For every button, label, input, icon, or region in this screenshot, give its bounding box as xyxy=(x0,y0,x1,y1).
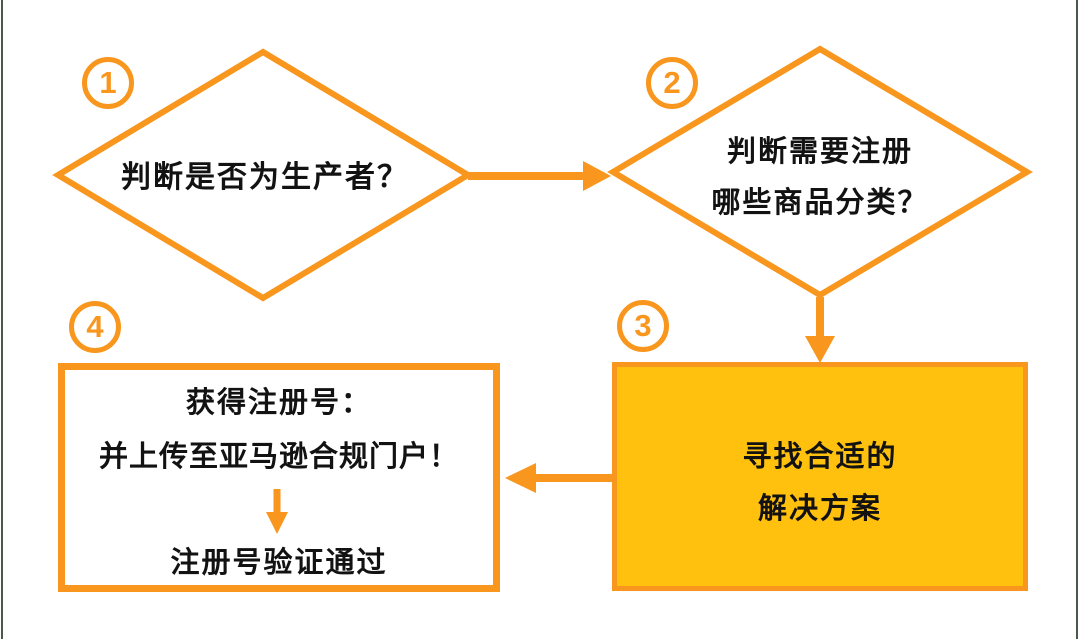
decision-diamond-2 xyxy=(607,45,1033,299)
step3-label-line2: 解决方案 xyxy=(757,493,882,525)
arrow-left-icon xyxy=(505,463,612,493)
step-number-4: 4 xyxy=(86,309,104,344)
step3-box: 寻找合适的 解决方案 xyxy=(612,362,1028,591)
left-edge-line xyxy=(1,0,3,639)
right-edge-line xyxy=(1076,0,1078,639)
step4-label-line1: 获得注册号： xyxy=(185,387,372,419)
step2-label-line1: 判断需要注册 xyxy=(726,136,913,168)
arrow-down-icon xyxy=(805,297,835,363)
step2-label: 判断需要注册 哪些商品分类？ xyxy=(620,134,1020,221)
step3-label-line1: 寻找合适的 xyxy=(742,441,898,473)
step1-label: 判断是否为生产者？ xyxy=(121,161,409,194)
step4-label-line2: 并上传至亚马逊合规门户！ xyxy=(98,441,459,473)
step-badge-2: 2 xyxy=(646,57,698,109)
step2-label-line2: 哪些商品分类？ xyxy=(711,187,929,219)
step-badge-4: 4 xyxy=(69,301,121,353)
step-number-1: 1 xyxy=(99,65,117,100)
step-badge-1: 1 xyxy=(82,57,134,109)
arrow-right-icon xyxy=(468,161,611,191)
arrow-down-small-icon xyxy=(266,489,288,534)
step-number-2: 2 xyxy=(663,65,681,100)
step-badge-3: 3 xyxy=(617,300,669,352)
step-number-3: 3 xyxy=(634,308,652,343)
decision-diamond-1 xyxy=(52,48,474,302)
step4-box: 获得注册号： 并上传至亚马逊合规门户！ 注册号验证通过 xyxy=(58,363,500,592)
step4-label-line3: 注册号验证通过 xyxy=(170,547,388,579)
